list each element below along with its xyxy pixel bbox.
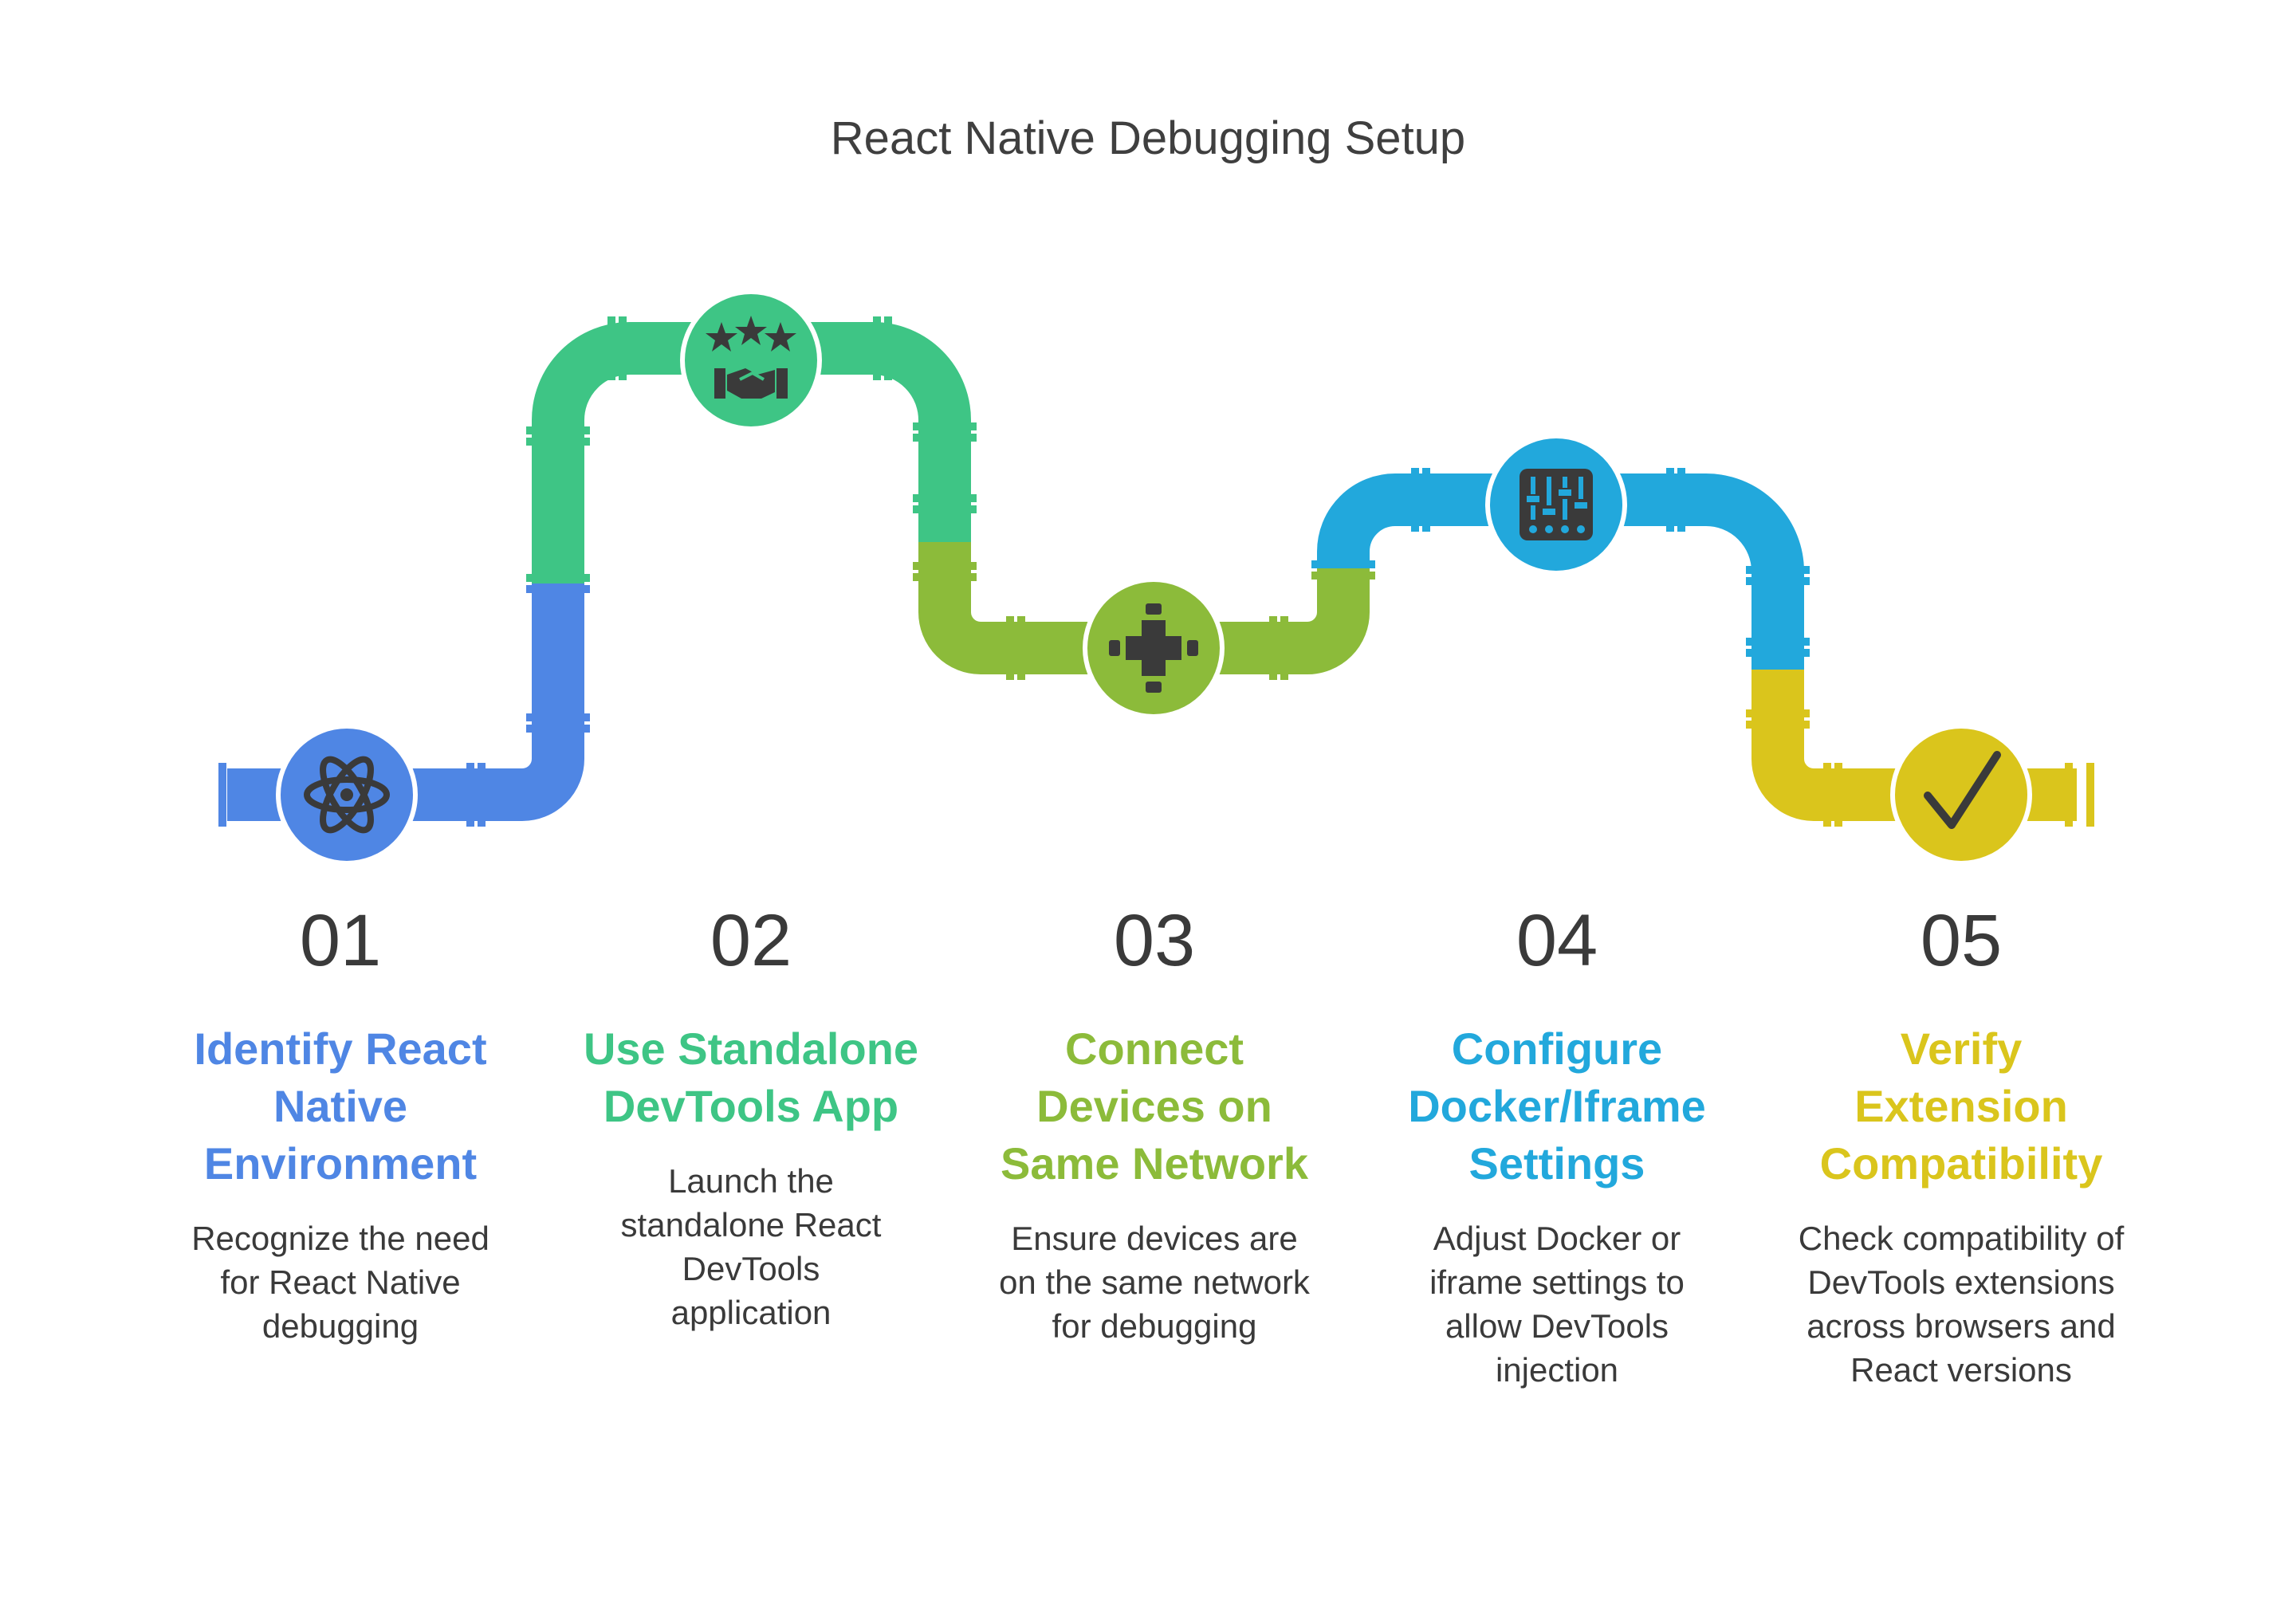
handshake-stars-icon: [706, 316, 796, 399]
page-title: React Native Debugging Setup: [830, 112, 1466, 164]
step-card-2: 02 Use Standalone DevTools App Launch th…: [564, 897, 938, 1334]
step-description: Recognize the need for React Native debu…: [191, 1220, 489, 1345]
network-cross-icon: [1109, 603, 1198, 693]
step-number: 01: [299, 900, 382, 981]
pipe-segment-1: [227, 583, 584, 821]
step-heading: Connect Devices on Same Network: [1001, 1024, 1308, 1189]
checkmark-icon: [1924, 751, 2001, 829]
step-node-4: [1485, 434, 1627, 576]
step-node-1: [276, 724, 418, 866]
step-heading: Verify Extension Compatibility: [1819, 1024, 2103, 1189]
pipe-segment-4: [1317, 473, 1804, 670]
sliders-icon: [1520, 469, 1593, 540]
pipe-segment-5: [1751, 670, 2077, 821]
step-heading: Identify React Native Environment: [194, 1024, 487, 1189]
step-heading: Use Standalone DevTools App: [583, 1024, 919, 1131]
step-card-5: 05 Verify Extension Compatibility Check …: [1774, 897, 2149, 1392]
step-node-5: [1890, 724, 2032, 866]
step-number: 02: [710, 900, 792, 981]
step-description: Launch the standalone React DevTools app…: [620, 1162, 882, 1331]
step-heading: Configure Docker/Iframe Settings: [1408, 1024, 1706, 1189]
step-description: Ensure devices are on the same network f…: [999, 1220, 1310, 1345]
step-number: 05: [1920, 900, 2003, 981]
step-node-3: [1083, 577, 1225, 719]
step-number: 04: [1516, 900, 1598, 981]
pipe-couplings: [218, 316, 2094, 827]
step-node-2: [680, 289, 822, 431]
react-atom-icon: [304, 756, 390, 834]
step-card-3: 03 Connect Devices on Same Network Ensur…: [967, 897, 1342, 1348]
step-card-1: 01 Identify React Native Environment Rec…: [153, 897, 528, 1348]
step-number: 03: [1113, 900, 1196, 981]
step-card-4: 04 Configure Docker/Iframe Settings Adju…: [1370, 897, 1744, 1392]
step-description: Adjust Docker or iframe settings to allo…: [1429, 1220, 1685, 1389]
step-description: Check compatibility of DevTools extensio…: [1798, 1220, 2125, 1389]
